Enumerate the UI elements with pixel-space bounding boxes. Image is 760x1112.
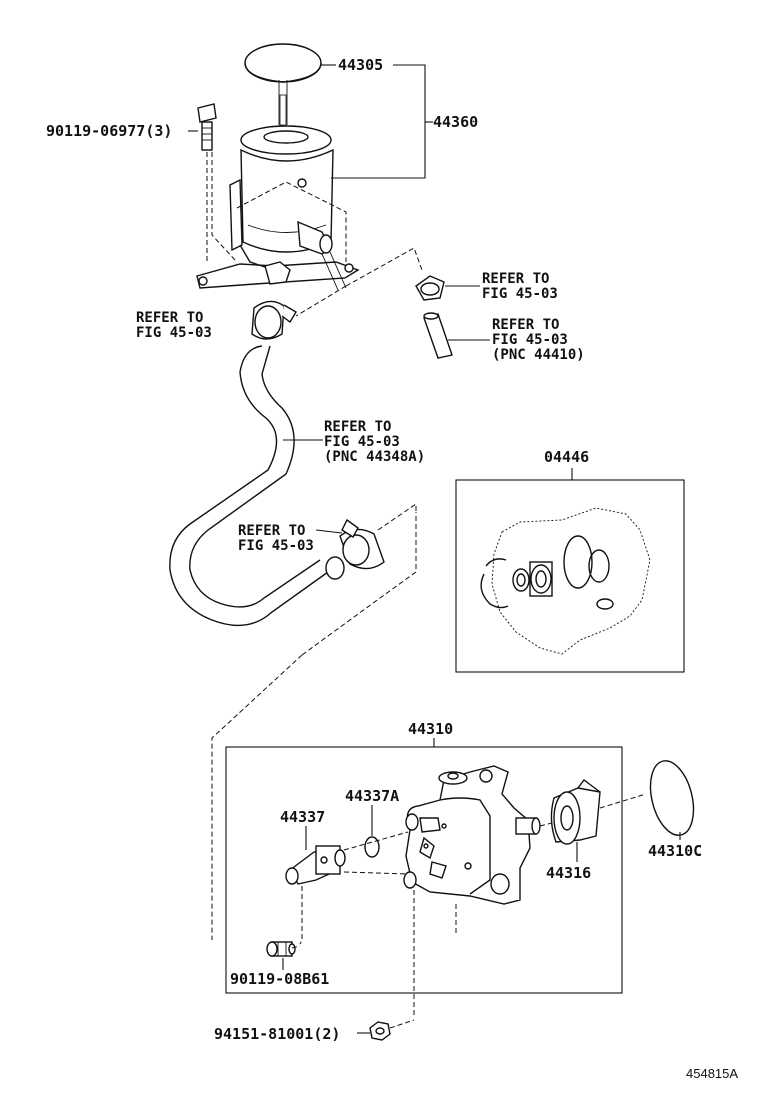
return-hose-right-part bbox=[423, 312, 453, 359]
refer-clamp-left-line1: REFER TO bbox=[136, 310, 203, 326]
refer-clamp-left-line2: FIG 45-03 bbox=[136, 325, 212, 341]
part-number-bolt-pump: 94151-81001(2) bbox=[214, 1025, 340, 1043]
suction-hose-part bbox=[169, 345, 345, 627]
refer-top-right-line2: FIG 45-03 bbox=[482, 286, 558, 302]
refer-hose-right-line2: FIG 45-03 bbox=[492, 332, 568, 348]
pulley-part bbox=[550, 779, 601, 845]
figure-id: 454815A bbox=[686, 1066, 738, 1081]
gasket-kit-box bbox=[455, 468, 685, 673]
part-number-44316: 44316 bbox=[546, 864, 591, 882]
part-number-44310: 44310 bbox=[408, 720, 453, 738]
hose-clamp-upper-part bbox=[251, 300, 297, 340]
part-number-44337A: 44337A bbox=[345, 787, 399, 805]
hose-clamp-right-part bbox=[415, 275, 445, 301]
refer-hose-right-line1: REFER TO bbox=[492, 317, 559, 333]
reservoir-cap-part bbox=[244, 43, 322, 126]
part-number-44305: 44305 bbox=[338, 56, 383, 74]
power-steering-pump-part bbox=[403, 765, 541, 905]
refer-hose-right-line3: (PNC 44410) bbox=[492, 347, 585, 363]
part-number-bolt-top: 90119-06977(3) bbox=[46, 122, 172, 140]
refer-hose-mid-line2: FIG 45-03 bbox=[324, 434, 400, 450]
gasket-ring-part bbox=[649, 760, 695, 836]
part-number-bolt-union: 90119-08B61 bbox=[230, 970, 329, 988]
leader-44360 bbox=[331, 64, 426, 179]
refer-hose-mid-line3: (PNC 44348A) bbox=[324, 449, 425, 465]
hose-clamp-middle-part bbox=[339, 518, 385, 570]
reservoir-tank-part bbox=[196, 125, 360, 291]
part-number-04446: 04446 bbox=[544, 448, 589, 466]
refer-clamp-mid-line2: FIG 45-03 bbox=[238, 538, 314, 554]
refer-clamp-mid-line1: REFER TO bbox=[238, 523, 305, 539]
refer-top-right-line1: REFER TO bbox=[482, 271, 549, 287]
o-ring-part bbox=[364, 836, 380, 858]
part-number-44360: 44360 bbox=[433, 113, 478, 131]
union-bolt-part bbox=[266, 941, 296, 957]
pump-bolt-part bbox=[369, 1021, 391, 1041]
refer-hose-mid-line1: REFER TO bbox=[324, 419, 391, 435]
union-fitting-part bbox=[285, 845, 346, 885]
bolt-top-part bbox=[197, 103, 217, 262]
part-number-44310C: 44310C bbox=[648, 842, 702, 860]
part-number-44337: 44337 bbox=[280, 808, 325, 826]
pump-assembly-box bbox=[225, 738, 623, 994]
